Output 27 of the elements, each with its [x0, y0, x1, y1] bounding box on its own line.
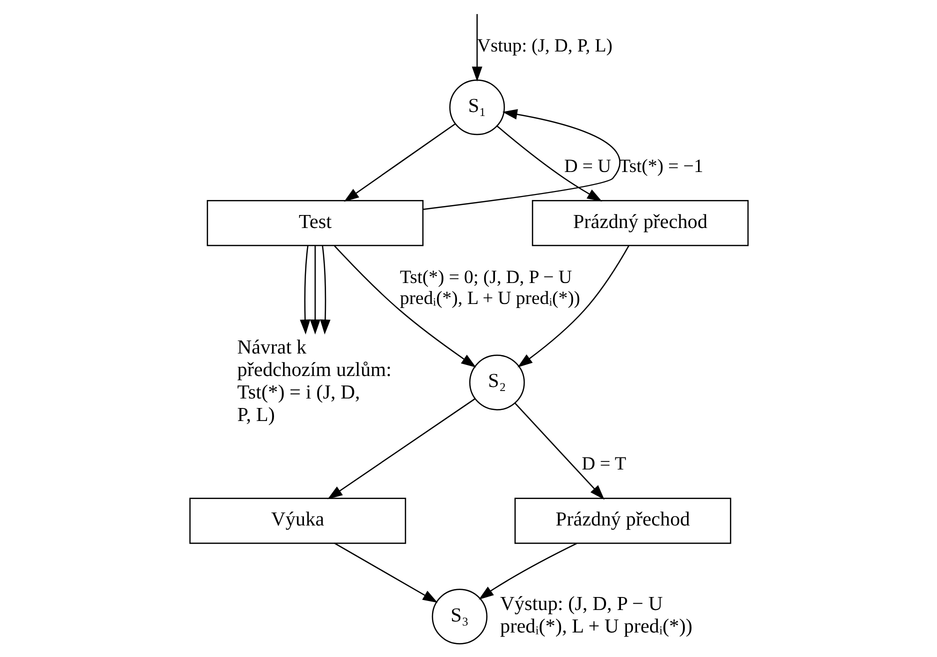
arrow [320, 246, 330, 335]
node-box: Výuka [188, 498, 406, 544]
arrow [514, 402, 604, 500]
node-circle: S₃ [431, 588, 487, 644]
arrow [422, 109, 620, 210]
edge-label: D = U [564, 156, 611, 177]
node-label: Výstup: (J, D, P − U predᵢ(*), L + U predᵢ(*)) [500, 593, 692, 638]
edge-label: Vstup: (J, D, P, L) [476, 35, 612, 56]
node-box: Prázdný přechod [514, 498, 731, 544]
node-box: Test [206, 200, 424, 246]
arrow [343, 123, 456, 202]
node-text: Návrat k předchozím uzlům: Tst(*) = i (J, D, P, L) [236, 336, 392, 426]
arrow [496, 126, 602, 202]
arrow [327, 398, 475, 500]
edge-label: D = T [581, 454, 626, 475]
arrow [309, 246, 320, 335]
arrow [517, 245, 629, 368]
node-circle: S₂ [468, 354, 524, 410]
arrow [334, 245, 476, 368]
node-circle: S₁ [448, 80, 504, 136]
arrow [471, 14, 482, 82]
arrow [334, 542, 438, 603]
arrow [299, 246, 310, 335]
edge-label: Tst(*) = 0; (J, D, P − U predᵢ(*), L + U predᵢ(*)) [399, 266, 580, 310]
arrow [478, 542, 577, 600]
node-box: Prázdný přechod [531, 200, 748, 246]
edge-label: Tst(*) = −1 [618, 156, 703, 177]
